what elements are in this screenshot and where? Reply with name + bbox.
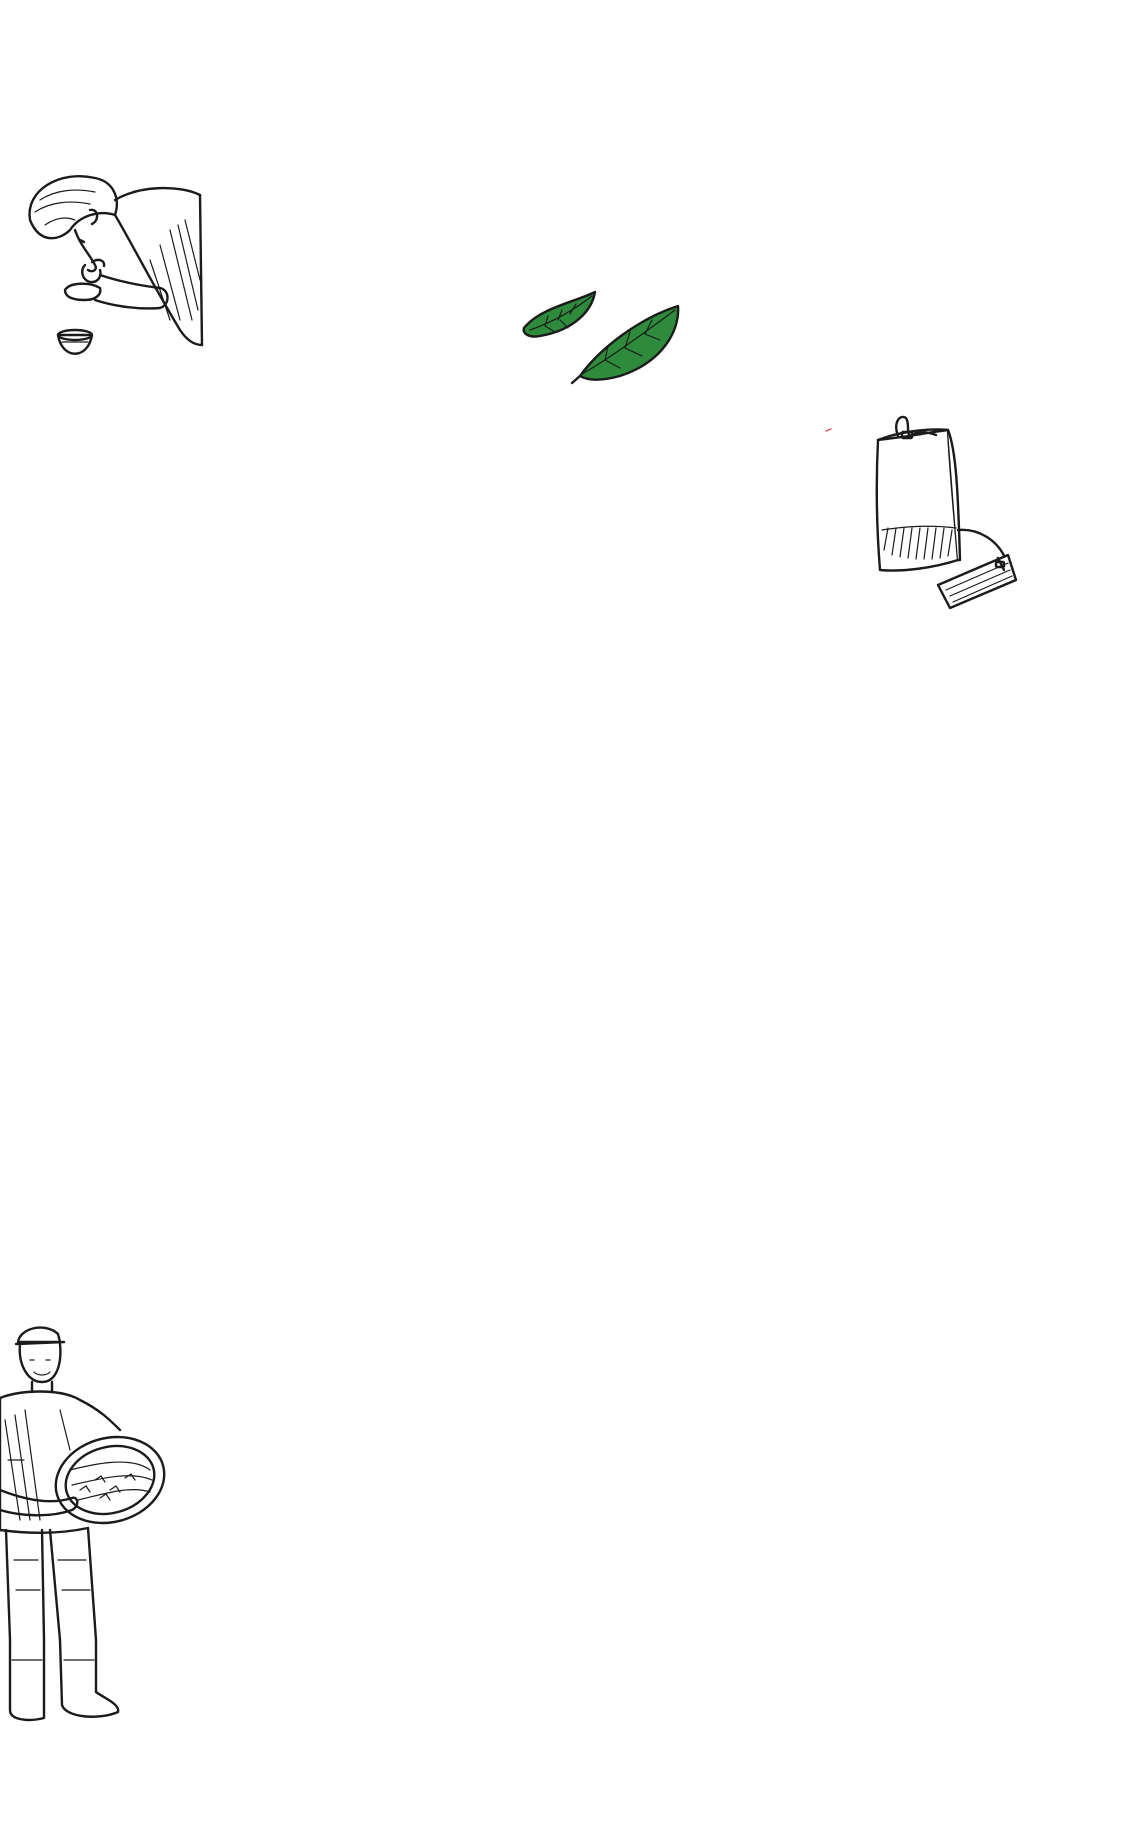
person-smelling-tea-icon <box>28 175 204 355</box>
tea-leaf-icon <box>522 290 597 338</box>
tea-bag-icon <box>875 415 1018 610</box>
tea-leaf-icon-2 <box>570 304 680 385</box>
tea-bag-illustration <box>875 415 1018 610</box>
red-speck <box>825 428 832 432</box>
farmer-with-basket-illustration <box>0 1326 166 1722</box>
tea-leaves-illustration <box>522 290 680 385</box>
farmer-icon <box>0 1326 166 1722</box>
person-smelling-tea-illustration <box>28 175 204 355</box>
